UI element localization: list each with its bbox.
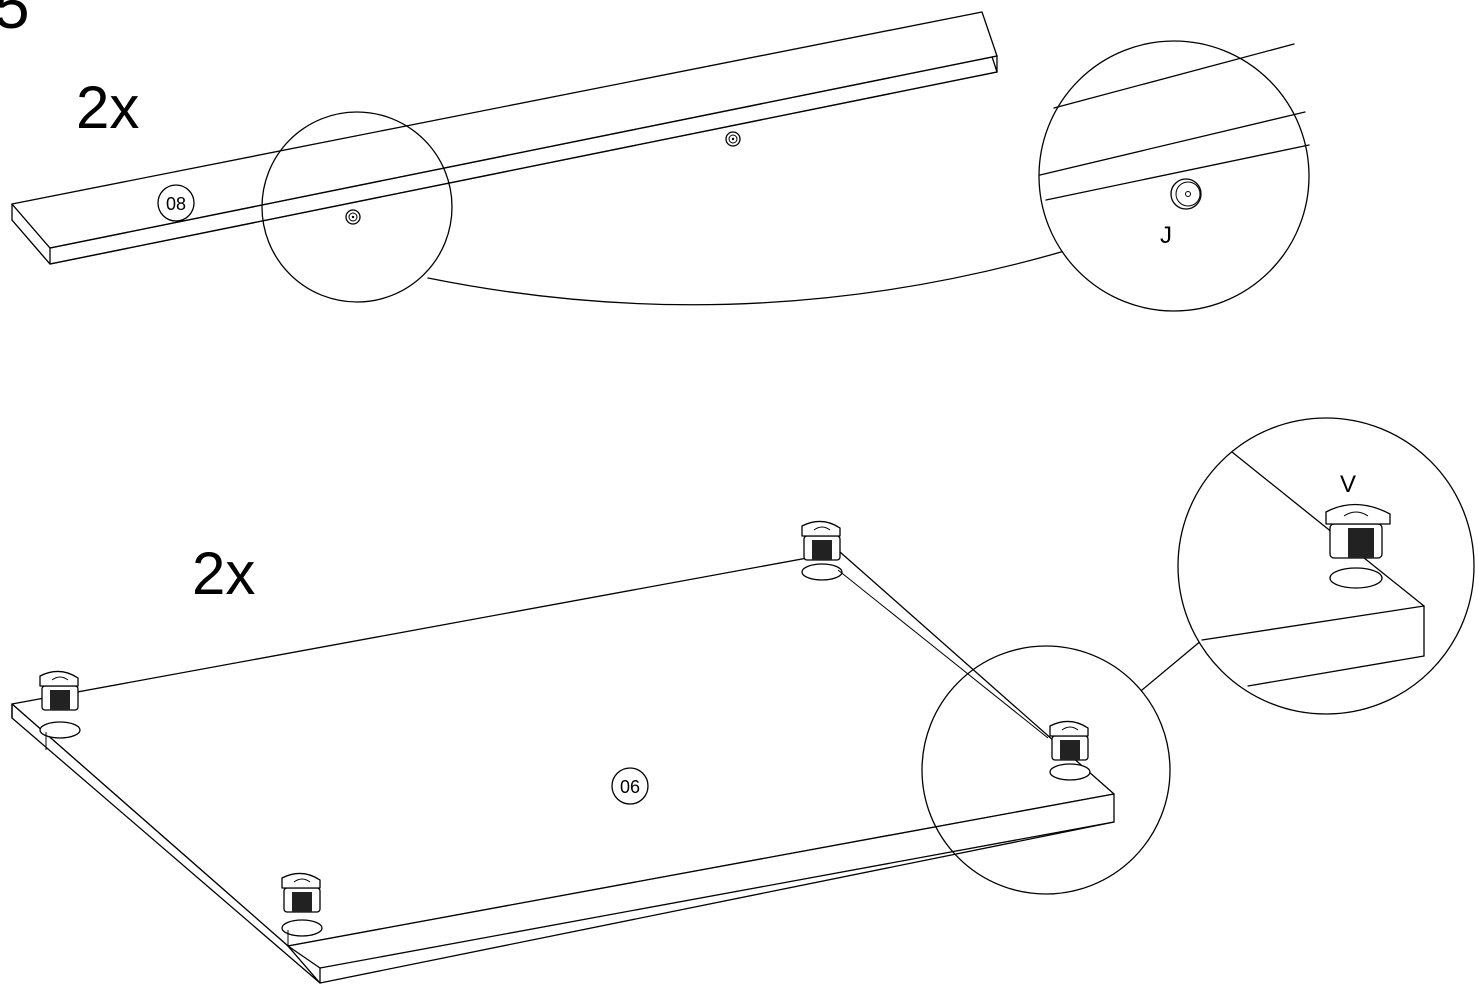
hardware-label-v: V — [1340, 471, 1356, 498]
hardware-label-j: J — [1160, 222, 1172, 249]
dowel-pin-icon — [345, 209, 361, 225]
panel-08-assembly: 2x 08 — [11, 11, 1310, 312]
detail-circle-small-08 — [261, 111, 453, 303]
zoom-detail-08: J — [1038, 40, 1310, 312]
cam-lock-icon — [801, 520, 843, 581]
guide-line-06 — [837, 569, 1049, 739]
zoom-circle-08 — [1038, 40, 1310, 312]
part-label-08: 08 — [157, 184, 195, 222]
board-08-bottom-edge — [49, 71, 998, 265]
detail-circle-small-06 — [921, 645, 1171, 895]
detail-connector-08 — [427, 243, 1089, 306]
zoom-06-edge-bottom — [1247, 655, 1425, 687]
part-label-06-text: 06 — [620, 777, 640, 797]
panel-08-quantity: 2x — [76, 74, 139, 141]
zoom-circle-06 — [1177, 417, 1475, 715]
dowel-pin-icon — [1170, 178, 1202, 210]
zoom-08-edge-front — [1039, 111, 1306, 176]
cam-lock-icon — [1325, 503, 1391, 589]
step-number: 5 — [0, 0, 30, 42]
board-06 — [11, 551, 1115, 984]
cam-lock-icon — [39, 670, 81, 750]
part-label-06: 06 — [611, 767, 649, 805]
board-08-upper-face — [11, 11, 998, 249]
panel-06-quantity: 2x — [192, 540, 255, 607]
cam-lock-icon — [1049, 720, 1091, 781]
board-08 — [11, 11, 998, 265]
dowel-pin-icon — [725, 131, 741, 147]
part-label-08-circle — [157, 184, 195, 222]
board-08-front-edge — [49, 55, 998, 249]
part-label-08-text: 08 — [166, 194, 186, 214]
zoom-detail-06: V — [1177, 417, 1475, 715]
detail-connector-06 — [1141, 639, 1203, 691]
part-label-06-circle — [611, 767, 649, 805]
zoom-06-edge-top — [1231, 451, 1425, 607]
zoom-06-edge-top-front — [1201, 605, 1425, 641]
cam-lock-icon — [281, 872, 323, 946]
zoom-08-edge-top — [1053, 43, 1295, 109]
panel-06-assembly: 2x 06 — [11, 417, 1475, 984]
zoom-08-edge-bottom — [1045, 144, 1310, 201]
board-06-top-face — [11, 551, 1115, 947]
